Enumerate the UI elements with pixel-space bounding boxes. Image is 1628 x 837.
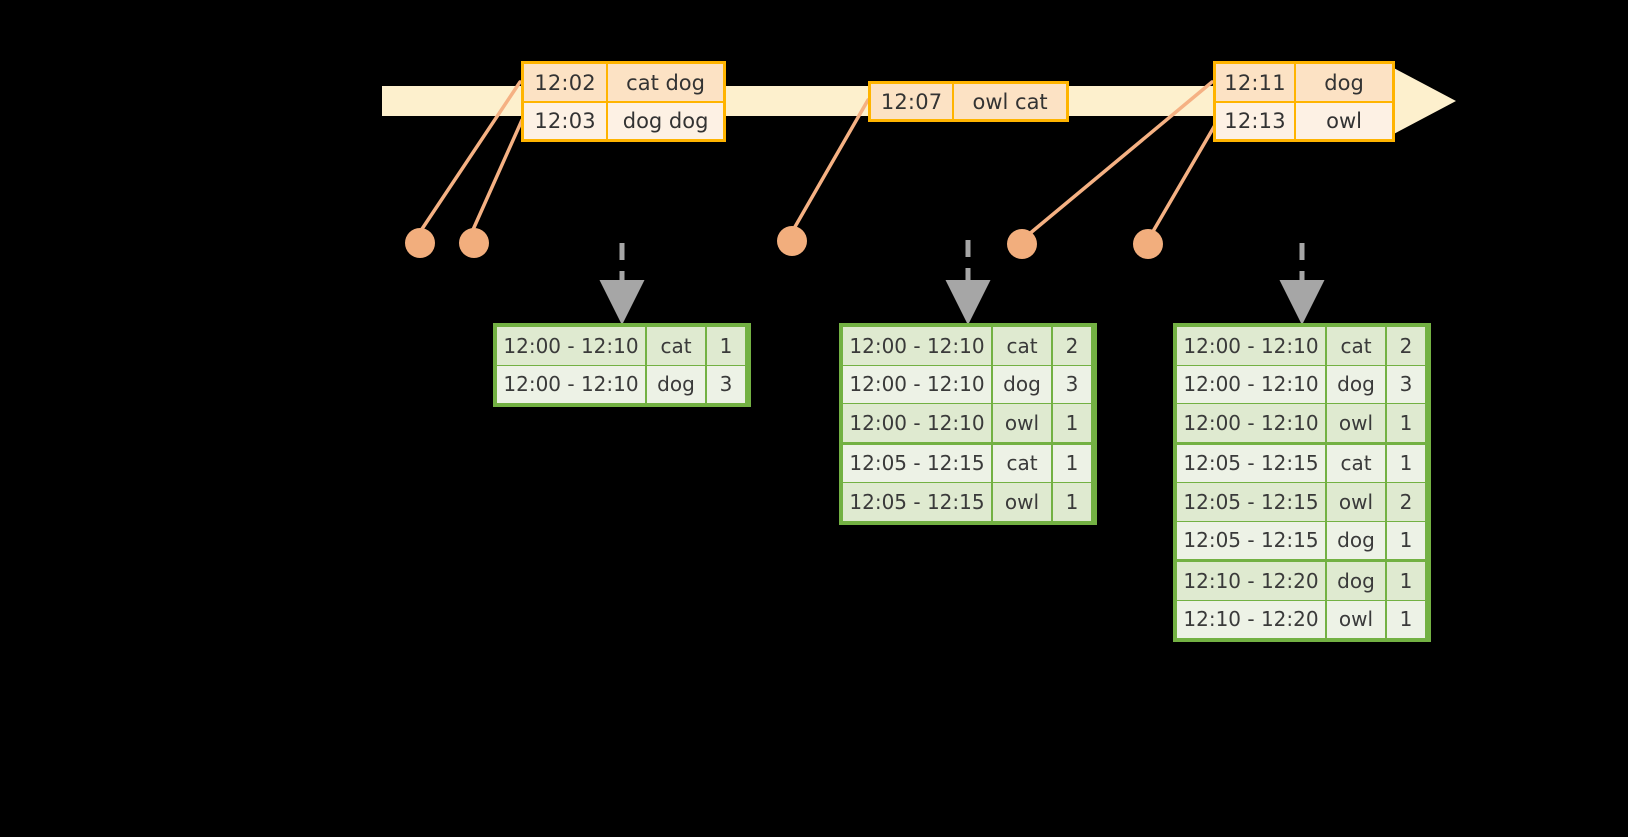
event-row[interactable]: 12:07 owl cat (871, 84, 1066, 119)
table-row[interactable]: 12:00 - 12:10 cat 1 (497, 327, 747, 365)
cell-word: cat (993, 327, 1051, 365)
cell-window: 12:00 - 12:10 (1177, 404, 1325, 442)
result-table-2[interactable]: 12:00 - 12:10 cat 2 12:00 - 12:10 dog 3 … (839, 323, 1097, 525)
cell-count: 1 (1053, 404, 1091, 442)
cell-word: owl (1327, 600, 1385, 638)
table-row[interactable]: 12:00 - 12:10 cat 2 (843, 327, 1093, 365)
cell-window: 12:00 - 12:10 (1177, 327, 1325, 365)
table-row[interactable]: 12:05 - 12:15 dog 1 (1177, 521, 1427, 559)
table-row[interactable]: 12:05 - 12:15 owl 2 (1177, 483, 1427, 521)
cell-word: owl (993, 483, 1051, 521)
cell-window: 12:05 - 12:15 (843, 444, 991, 482)
event-words: dog dog (622, 109, 709, 134)
connector-2 (470, 118, 524, 234)
table-row[interactable]: 12:00 - 12:10 owl 1 (1177, 404, 1427, 442)
event-dot-1 (405, 228, 435, 258)
cell-window: 12:05 - 12:15 (1177, 444, 1325, 482)
table-row[interactable]: 12:00 - 12:10 dog 3 (1177, 365, 1427, 403)
cell-word: cat (647, 327, 705, 365)
table-row[interactable]: 12:10 - 12:20 owl 1 (1177, 600, 1427, 638)
cell-window: 12:00 - 12:10 (843, 327, 991, 365)
table-row[interactable]: 12:00 - 12:10 dog 3 (843, 365, 1093, 403)
cell-window: 12:10 - 12:20 (1177, 562, 1325, 600)
event-words: owl (1326, 109, 1362, 134)
event-time: 12:03 (524, 103, 609, 139)
event-dot-4 (1007, 229, 1037, 259)
cell-count: 3 (1387, 365, 1425, 403)
cell-window: 12:05 - 12:15 (1177, 521, 1325, 559)
event-dot-3 (777, 226, 807, 256)
event-dot-2 (459, 228, 489, 258)
cell-count: 3 (1053, 365, 1091, 403)
cell-word: owl (1327, 404, 1385, 442)
cell-window: 12:00 - 12:10 (1177, 365, 1325, 403)
event-time: 12:13 (1216, 103, 1297, 139)
event-words: dog (1324, 70, 1364, 95)
cell-window: 12:00 - 12:10 (843, 365, 991, 403)
cell-word: dog (1327, 365, 1385, 403)
cell-word: cat (993, 444, 1051, 482)
cell-count: 3 (707, 365, 745, 403)
event-dot-5 (1133, 229, 1163, 259)
cell-count: 2 (1387, 327, 1425, 365)
event-time: 12:02 (524, 64, 609, 102)
cell-word: owl (993, 404, 1051, 442)
cell-word: dog (1327, 562, 1385, 600)
event-words: owl cat (972, 89, 1048, 114)
cell-count: 1 (1387, 444, 1425, 482)
dashed-arrows (599, 240, 1325, 325)
result-table-3[interactable]: 12:00 - 12:10 cat 2 12:00 - 12:10 dog 3 … (1173, 323, 1431, 642)
cell-count: 2 (1387, 483, 1425, 521)
event-time: 12:11 (1216, 64, 1297, 102)
event-row[interactable]: 12:02 cat dog (524, 64, 723, 102)
table-row[interactable]: 12:00 - 12:10 cat 2 (1177, 327, 1427, 365)
event-box-group-1[interactable]: 12:02 cat dog 12:03 dog dog (521, 61, 726, 142)
connector-5 (1146, 118, 1220, 242)
cell-window: 12:10 - 12:20 (1177, 600, 1325, 638)
event-box-group-2[interactable]: 12:07 owl cat (868, 81, 1069, 122)
event-time: 12:07 (871, 84, 955, 119)
event-box-group-3[interactable]: 12:11 dog 12:13 owl (1213, 61, 1395, 142)
cell-word: cat (1327, 327, 1385, 365)
cell-window: 12:00 - 12:10 (497, 365, 645, 403)
event-dots (405, 226, 1163, 259)
cell-count: 1 (1387, 404, 1425, 442)
cell-count: 1 (1387, 521, 1425, 559)
connector-3 (790, 98, 870, 234)
cell-count: 1 (707, 327, 745, 365)
cell-count: 1 (1053, 483, 1091, 521)
cell-count: 1 (1387, 600, 1425, 638)
cell-word: dog (993, 365, 1051, 403)
connector-1 (418, 80, 522, 234)
event-row[interactable]: 12:11 dog (1216, 64, 1392, 102)
cell-window: 12:05 - 12:15 (843, 483, 991, 521)
cell-window: 12:00 - 12:10 (497, 327, 645, 365)
cell-window: 12:05 - 12:15 (1177, 483, 1325, 521)
table-row[interactable]: 12:05 - 12:15 cat 1 (1177, 444, 1427, 482)
cell-word: dog (647, 365, 705, 403)
cell-word: owl (1327, 483, 1385, 521)
event-words: cat dog (626, 70, 705, 95)
table-row[interactable]: 12:05 - 12:15 cat 1 (843, 444, 1093, 482)
event-row[interactable]: 12:03 dog dog (524, 101, 723, 139)
cell-count: 2 (1053, 327, 1091, 365)
cell-window: 12:00 - 12:10 (843, 404, 991, 442)
table-row[interactable]: 12:10 - 12:20 dog 1 (1177, 562, 1427, 600)
cell-word: dog (1327, 521, 1385, 559)
table-row[interactable]: 12:00 - 12:10 owl 1 (843, 404, 1093, 442)
table-row[interactable]: 12:00 - 12:10 dog 3 (497, 365, 747, 403)
cell-count: 1 (1387, 562, 1425, 600)
cell-count: 1 (1053, 444, 1091, 482)
cell-word: cat (1327, 444, 1385, 482)
result-table-1[interactable]: 12:00 - 12:10 cat 1 12:00 - 12:10 dog 3 (493, 323, 751, 407)
table-row[interactable]: 12:05 - 12:15 owl 1 (843, 483, 1093, 521)
event-row[interactable]: 12:13 owl (1216, 101, 1392, 139)
